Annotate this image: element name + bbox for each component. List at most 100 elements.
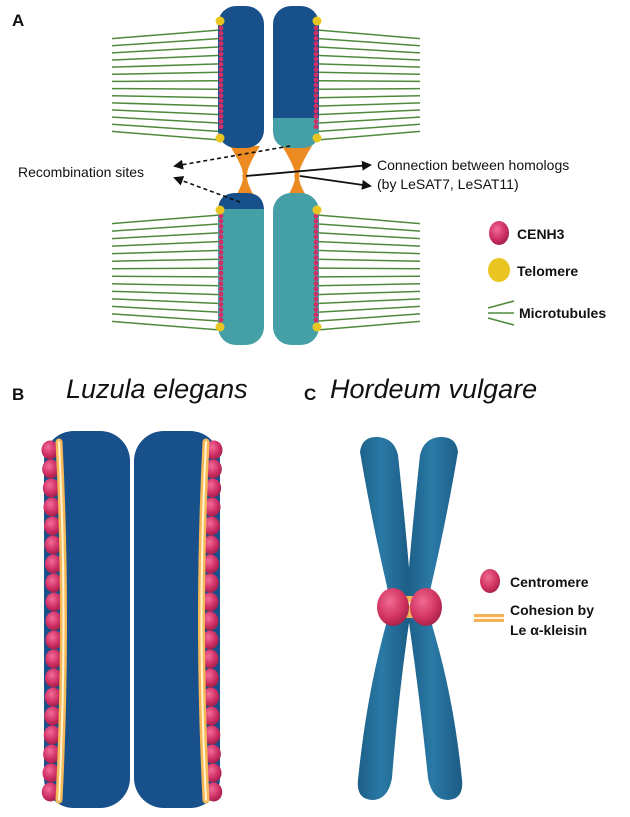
connection-arrow-lower (299, 175, 372, 190)
luzula-cenh3-bead (45, 573, 63, 593)
cenh3-dot (313, 108, 319, 114)
cenh3-dot (313, 98, 319, 104)
microtubule-line (316, 298, 421, 305)
cenh3-dot (313, 93, 319, 98)
connection-left (230, 146, 260, 206)
cenh3-dot (313, 286, 319, 292)
cenh3-dot (313, 218, 319, 224)
microtubule-line (316, 305, 421, 314)
microtubule-line (316, 231, 421, 240)
annotation-arrows (173, 145, 372, 203)
luzula-cenh3-bead (45, 668, 63, 688)
cenh3-dot (313, 72, 319, 78)
panel-b-letter: B (12, 385, 24, 404)
luzula-cenh3-bead (44, 554, 62, 574)
microtubule-line (111, 214, 221, 225)
cenh3-dot (218, 82, 224, 88)
microtubule-line (111, 290, 221, 296)
microtubule-line (111, 109, 221, 116)
cenh3-dot (218, 229, 224, 235)
cenh3-dot (218, 296, 224, 302)
cenh3-dot (218, 62, 224, 67)
cenh3-dot (218, 302, 224, 307)
cenh3-dot (313, 46, 319, 52)
cenh3-dot (313, 239, 319, 245)
luzula-cenh3-bead (201, 592, 219, 612)
luzula-cenh3-bead (42, 478, 60, 498)
barley-cohesin-highlight (396, 602, 422, 605)
panel-a-letter: A (12, 11, 24, 30)
telomere-dot (312, 133, 322, 143)
cenh3-dot (313, 103, 319, 109)
luzula-cenh3-bead (204, 478, 222, 498)
cenh3-dot (313, 234, 319, 240)
cenh3-dot (313, 229, 319, 235)
microtubule-line (111, 71, 221, 76)
microtubule-line (316, 249, 421, 255)
centromere-legend-icon (480, 569, 500, 593)
cenh3-dot (313, 30, 319, 36)
microtubule-line (111, 54, 221, 61)
cenh3-dot (313, 114, 319, 119)
cenh3-dot (218, 88, 224, 93)
luzula-cenh3-bead (41, 782, 59, 802)
microtubule-line (316, 130, 421, 141)
luzula-cenh3-bead (44, 687, 62, 707)
luzula-cenh3-bead (45, 649, 63, 669)
cenh3-dot (313, 307, 319, 312)
luzula-cenh3-bead (204, 459, 222, 479)
luzula-cenh3-beads-right (201, 440, 223, 802)
cenh3-dot (218, 312, 224, 318)
luzula-cenh3-bead (201, 630, 219, 650)
luzula-cohesion-highlight-left (58, 441, 65, 801)
luzula-cenh3-bead (44, 516, 62, 536)
microtubule-line (316, 94, 421, 99)
microtubule-line (111, 29, 221, 40)
recombination-arrow-upper (173, 145, 291, 170)
cenh3-dot (218, 265, 224, 271)
microtubule-line (111, 231, 221, 240)
cenh3-dot (218, 286, 224, 292)
lower-left-chromatid (218, 193, 264, 345)
cenh3-dot (313, 82, 319, 88)
cenh3-dot (218, 30, 224, 36)
luzula-cenh3-bead (202, 516, 220, 536)
cenh3-dot (313, 77, 319, 83)
microtubule-line (111, 320, 221, 331)
cenh3-dot (313, 51, 319, 57)
upper-right-chromatid (273, 6, 319, 148)
microtubule-line (316, 37, 421, 47)
luzula-cenh3-bead (202, 706, 220, 726)
microtubule-line (316, 116, 421, 124)
microtubule-line (111, 223, 221, 232)
microtubule-line (111, 275, 221, 278)
telomere-dot (215, 205, 225, 215)
cenh3-dot (218, 41, 224, 46)
luzula-cenh3-bead (45, 630, 63, 650)
microtubule-line (316, 80, 421, 83)
microtubule-line (316, 267, 421, 270)
panel-b: B Luzula elegans (12, 374, 248, 808)
luzula-cenh3-bead (43, 497, 61, 517)
cenh3-dot (218, 46, 224, 52)
luzula-cenh3-bead (204, 763, 222, 783)
microtubule-line (111, 123, 221, 133)
telomere-dot (312, 16, 322, 26)
microtubule-line (316, 29, 421, 40)
microtubule-line (316, 258, 421, 262)
luzula-cenh3-bead (201, 573, 219, 593)
luzula-cohesion-highlight-right (200, 441, 207, 801)
cenh3-dot (313, 276, 319, 281)
panel-c: C Hordeum vulgare Centromere Cohesion by… (304, 374, 594, 800)
microtubule-line (111, 313, 221, 322)
panel-b-title: Luzula elegans (66, 374, 248, 404)
luzula-cenh3-bead (205, 782, 223, 802)
microtubule-line (316, 283, 421, 287)
luzula-cenh3-bead (201, 668, 219, 688)
luzula-cenh3-bead (45, 592, 63, 612)
homolog-connection (230, 146, 312, 206)
microtubule-line (111, 298, 221, 305)
cenh3-dot (218, 56, 224, 62)
barley-right-chromatid (407, 436, 463, 800)
telomere-dot (215, 16, 225, 26)
